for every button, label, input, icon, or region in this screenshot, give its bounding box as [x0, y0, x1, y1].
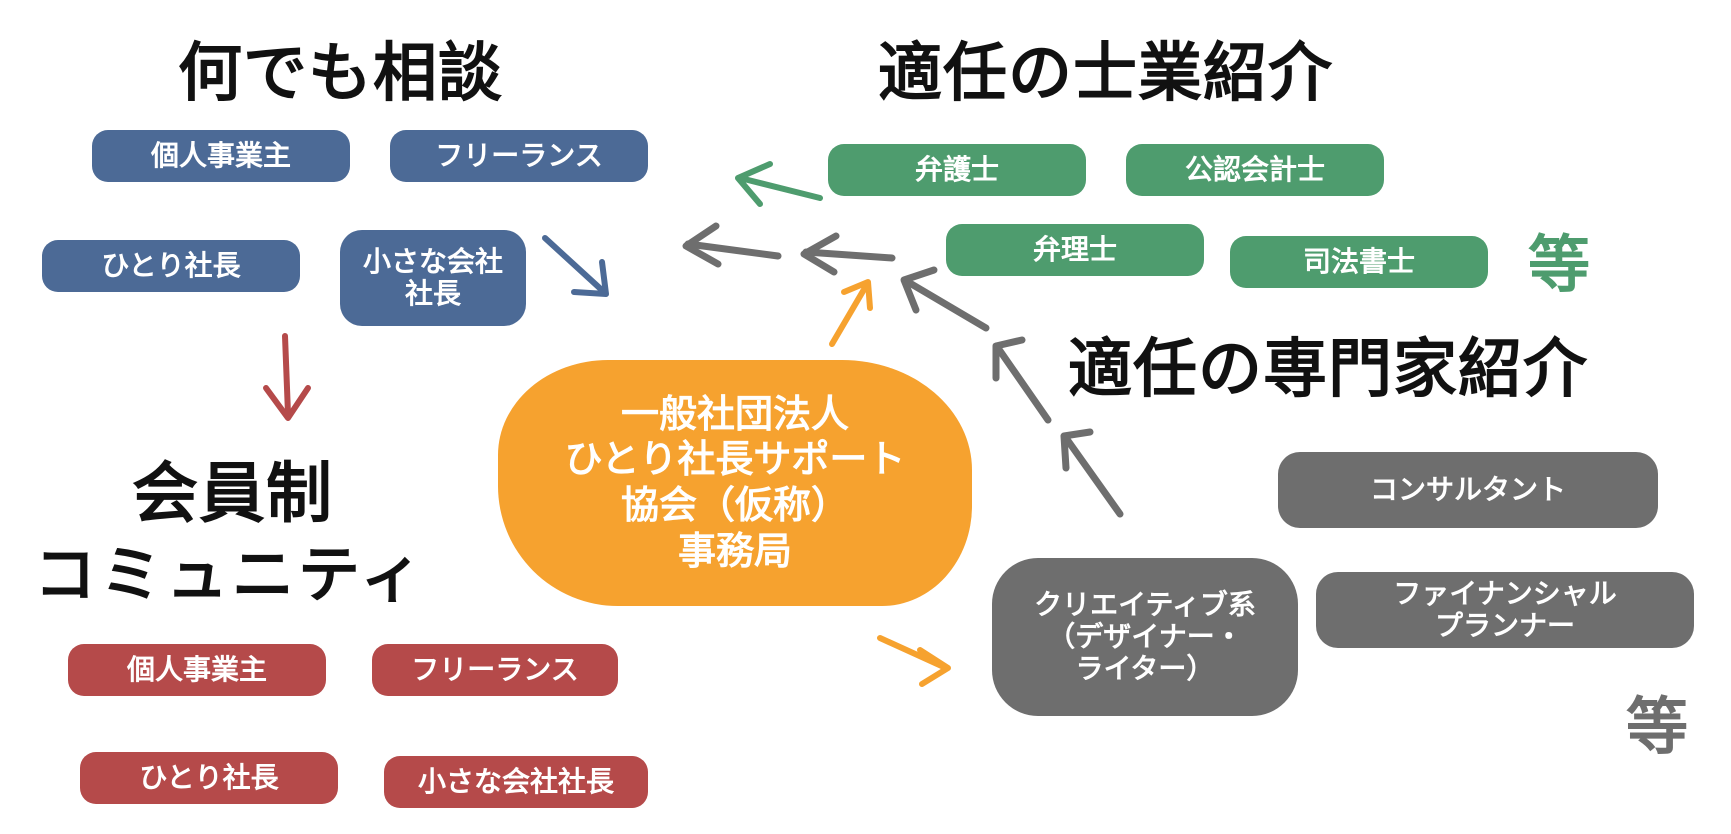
arrow-center-to-experts	[877, 635, 951, 687]
expert-tag-financial-planner: ファイナンシャル プランナー	[1316, 572, 1694, 648]
arrow-consult-to-community	[263, 333, 311, 421]
shigyo-tag-shihoshoshi: 司法書士	[1230, 236, 1488, 288]
heading-consult: 何でも相談	[178, 37, 503, 111]
center-line-2: ひとり社長サポート	[564, 437, 906, 482]
consult-tag-hitori-shacho: ひとり社長	[42, 240, 300, 292]
expert-tag-creative: クリエイティブ系 （デザイナー・ ライター）	[992, 558, 1298, 716]
association-secretariat: 一般社団法人 ひとり社長サポート 協会（仮称） 事務局	[498, 360, 972, 606]
heading-community-line2: コミュニティ	[34, 538, 427, 611]
consult-tag-kojin-jigyonushi: 個人事業主	[92, 130, 350, 182]
expert-tag-consultant: コンサルタント	[1278, 452, 1658, 528]
community-tag-chiisana-kaisha-shacho: 小さな会社社長	[384, 756, 648, 808]
arrow-green-left	[735, 161, 823, 207]
heading-expert: 適任の専門家紹介	[1068, 333, 1588, 407]
center-line-1: 一般社団法人	[620, 391, 849, 436]
community-tag-freelance: フリーランス	[372, 644, 618, 696]
community-tag-hitori-shacho: ひとり社長	[80, 752, 338, 804]
heading-shigyo: 適任の士業紹介	[878, 37, 1333, 111]
community-tag-kojin-jigyonushi: 個人事業主	[68, 644, 326, 696]
shigyo-tag-benrishi: 弁理士	[946, 224, 1204, 276]
arrow-center-to-shigyo	[829, 279, 873, 347]
heading-community-line1: 会員制	[132, 455, 333, 532]
shigyo-tag-kaikeishi: 公認会計士	[1126, 144, 1384, 196]
consult-tag-freelance: フリーランス	[390, 130, 648, 182]
consult-tag-chiisana-kaisha-shacho: 小さな会社 社長	[340, 230, 526, 326]
shigyo-etc-label: 等	[1528, 228, 1591, 301]
arrow-experts-chain	[682, 222, 1124, 518]
expert-etc-label: 等	[1626, 690, 1689, 763]
center-line-4: 事務局	[677, 528, 792, 573]
arrow-consult-to-center	[542, 235, 609, 297]
shigyo-tag-bengoshi: 弁護士	[828, 144, 1086, 196]
center-line-3: 協会（仮称）	[620, 483, 849, 527]
